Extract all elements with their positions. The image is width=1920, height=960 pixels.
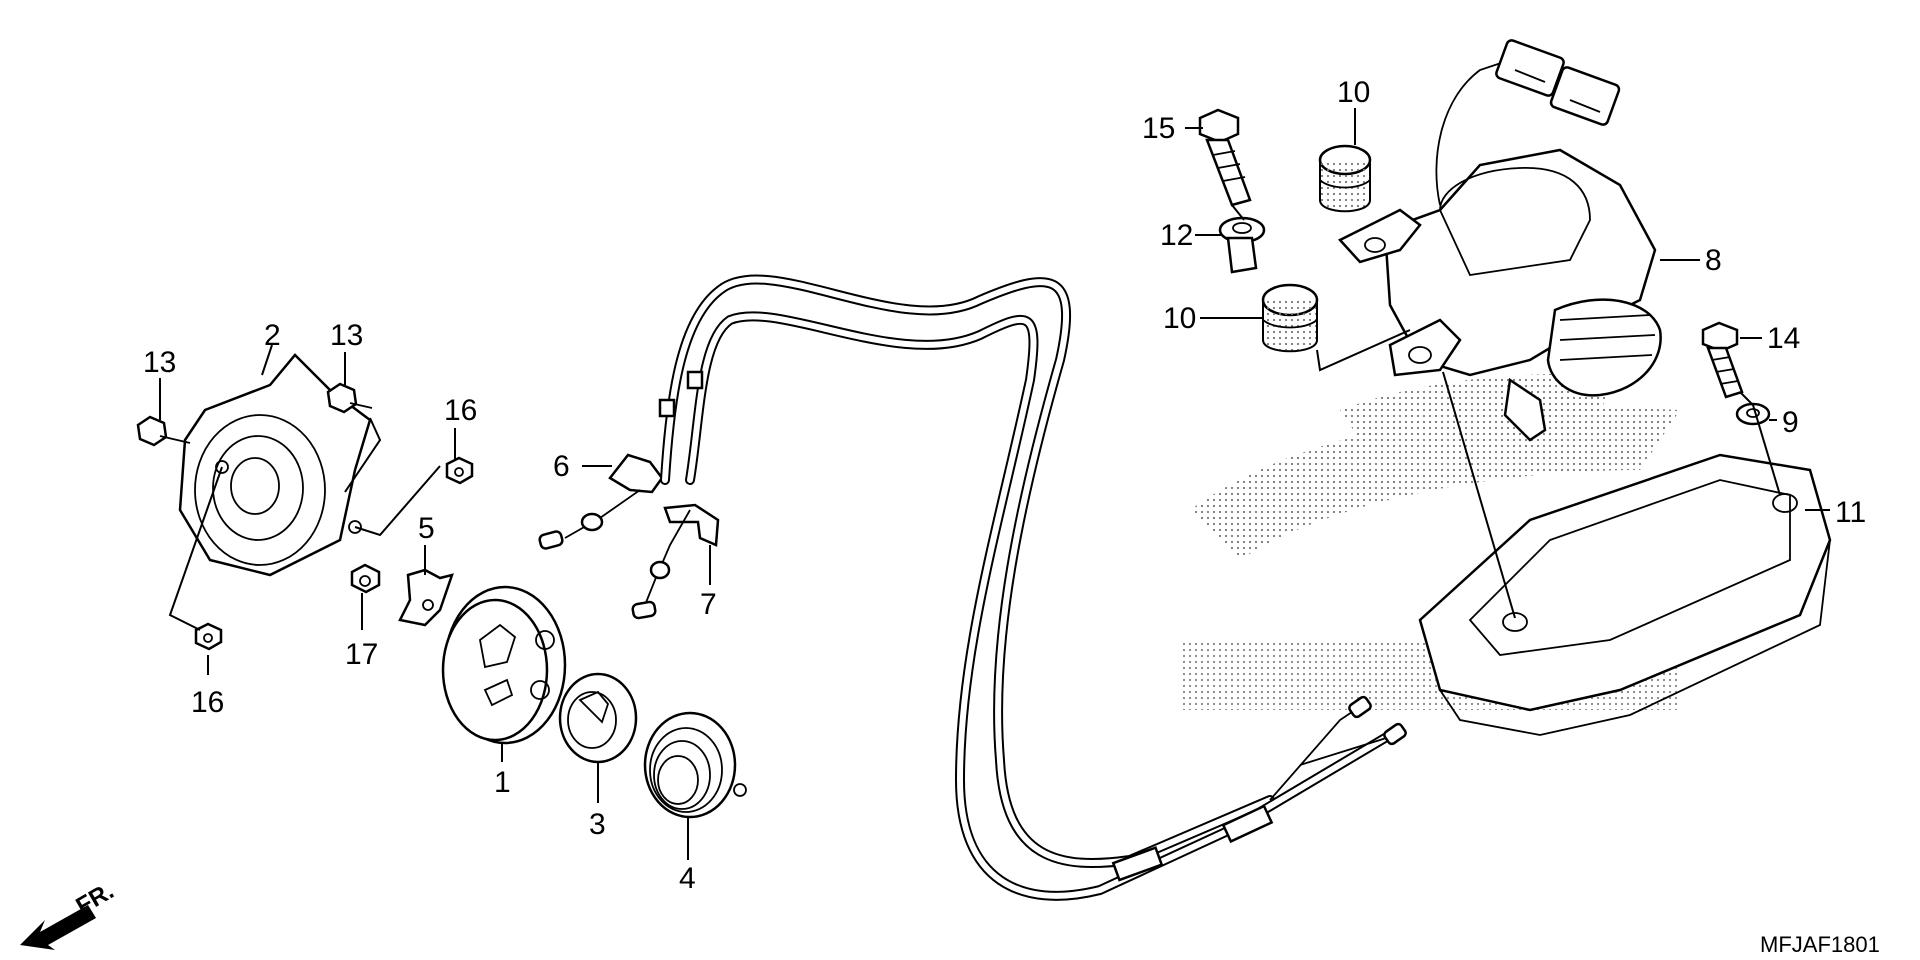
cable-end-upper <box>538 489 641 550</box>
nut-part-16-lower <box>194 622 223 651</box>
diagram-code: MFJAF1801 <box>1760 932 1880 957</box>
nut-part-16-upper <box>445 456 474 485</box>
callout-2: 2 <box>264 319 281 352</box>
bolt-part-15 <box>1198 108 1252 207</box>
connector <box>1435 39 1621 206</box>
callout-3: 3 <box>589 808 606 841</box>
spring-part-4 <box>643 711 747 819</box>
callout-14: 14 <box>1767 322 1800 355</box>
actuator-part-8 <box>1337 148 1662 442</box>
callout-6: 6 <box>553 450 570 483</box>
bolt-part-14 <box>1701 321 1744 399</box>
collar-part-12 <box>1218 216 1266 274</box>
callout-12: 12 <box>1160 219 1193 252</box>
grommet-part-10-upper <box>1318 144 1372 213</box>
callout-7: 7 <box>700 588 717 621</box>
callout-4: 4 <box>679 862 696 895</box>
cover-plate-part-2 <box>178 353 372 577</box>
pulley-part-1 <box>441 585 567 745</box>
cable-guide-part-7 <box>663 503 720 547</box>
callout-11: 11 <box>1835 496 1866 529</box>
callout-9: 9 <box>1782 406 1799 439</box>
callout-16-lower: 16 <box>191 686 224 719</box>
callout-5: 5 <box>418 512 435 545</box>
bolt-part-13-left <box>136 415 191 447</box>
drum-part-3 <box>558 672 638 764</box>
callout-17: 17 <box>345 638 378 671</box>
callout-13-left: 13 <box>143 346 176 379</box>
washer-part-9 <box>1735 402 1771 426</box>
bolt-part-13-right <box>326 382 373 414</box>
callout-13-right: 13 <box>330 319 363 352</box>
callout-10-upper: 10 <box>1337 76 1370 109</box>
front-direction-arrow-icon <box>20 905 96 950</box>
callout-16-upper: 16 <box>444 394 477 427</box>
throttle-cables <box>658 274 1407 901</box>
callout-1: 1 <box>494 766 511 799</box>
nut-part-17 <box>350 563 381 594</box>
cable-holder-part-6 <box>608 453 664 494</box>
cable-end-lower <box>631 509 691 620</box>
callout-15: 15 <box>1142 112 1175 145</box>
grommet-part-10-lower <box>1261 283 1319 353</box>
tray-part-11 <box>1418 453 1832 736</box>
callout-8: 8 <box>1705 244 1722 277</box>
lock-plate-part-5 <box>398 568 454 627</box>
callout-10-lower: 10 <box>1163 302 1196 335</box>
